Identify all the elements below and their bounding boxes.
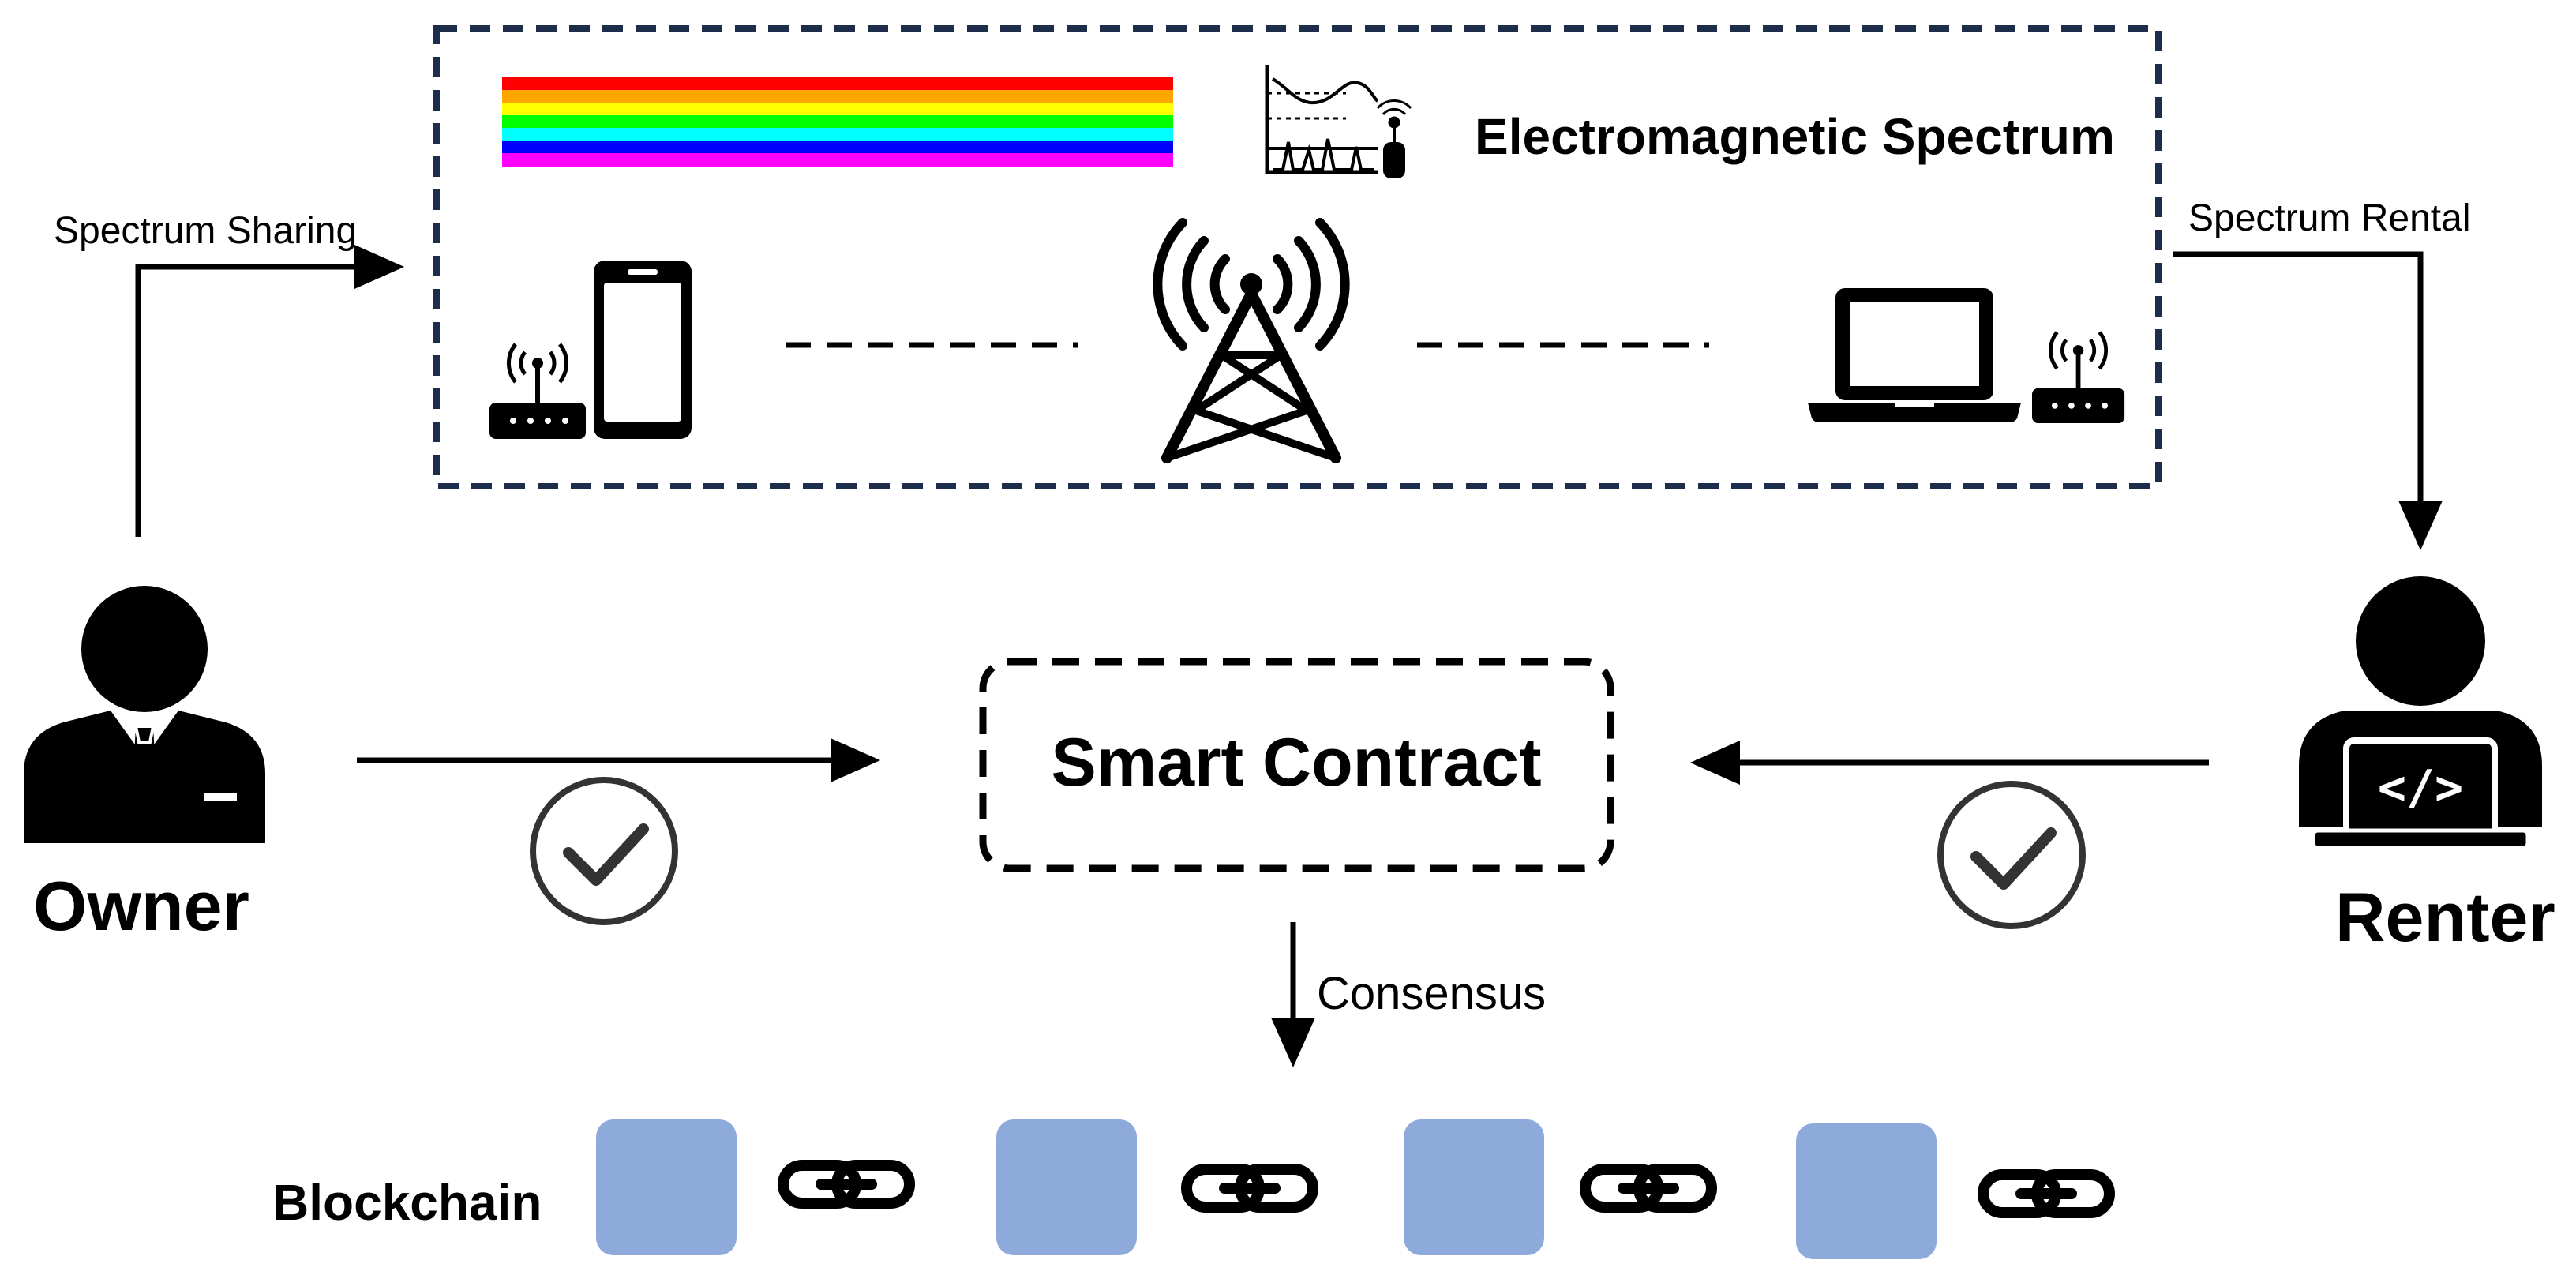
spectrum-band <box>502 77 1173 91</box>
blockchain-block <box>596 1119 737 1255</box>
businessman-icon <box>24 586 265 843</box>
blockchain-label: Blockchain <box>272 1174 542 1231</box>
spectrum-band <box>502 103 1173 116</box>
blockchain-block <box>1796 1123 1937 1259</box>
spectrum-sharing-arrow <box>135 245 404 537</box>
rainbow-spectrum-icon <box>502 77 1173 167</box>
wifi-router-icon <box>489 343 586 439</box>
cell-tower-icon <box>1153 218 1350 463</box>
blockchain-block <box>1404 1119 1544 1255</box>
spectrum-rental-arrow <box>2173 251 2443 550</box>
spectrum-band <box>502 128 1173 141</box>
smartphone-icon <box>594 261 692 439</box>
smart-contract-label: Smart Contract <box>1051 725 1541 801</box>
developer-icon: </> <box>2299 576 2542 850</box>
blockchain-row <box>596 1119 2115 1259</box>
spectrum-analyzer-icon <box>1265 65 1412 178</box>
chain-link-icon <box>1580 1164 1717 1213</box>
chain-link-icon <box>1181 1164 1318 1213</box>
wifi-router-icon <box>2032 331 2125 423</box>
spectrum-box <box>433 25 2162 489</box>
chain-link-icon <box>1978 1169 2115 1218</box>
svg-text:</>: </> <box>2378 760 2463 816</box>
blockchain-block <box>996 1119 1137 1255</box>
owner-label: Owner <box>33 867 249 945</box>
spectrum-sharing-label: Spectrum Sharing <box>54 210 357 252</box>
smart-contract-box <box>979 658 1614 872</box>
check-circle-icon <box>1937 781 2086 929</box>
spectrum-band <box>502 90 1173 103</box>
laptop-icon <box>1808 288 2021 422</box>
spectrum-band <box>502 141 1173 154</box>
chain-link-icon <box>778 1160 915 1209</box>
consensus-label: Consensus <box>1317 968 1546 1019</box>
spectrum-band <box>502 153 1173 167</box>
renter-label: Renter <box>2335 878 2555 956</box>
spectrum-band <box>502 115 1173 129</box>
check-circle-icon <box>530 777 678 925</box>
spectrum-rental-label: Spectrum Rental <box>2188 197 2471 239</box>
spectrum-title: Electromagnetic Spectrum <box>1475 108 2115 165</box>
